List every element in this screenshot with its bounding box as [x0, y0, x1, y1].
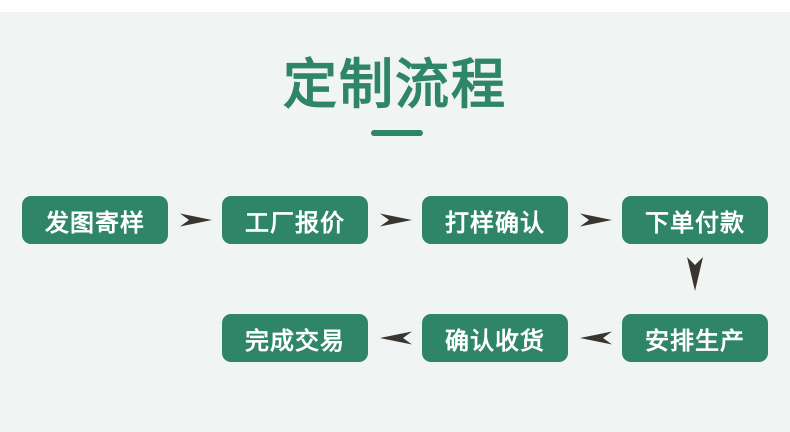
flow-step-send-image-sample[interactable]: 发图寄样 — [22, 196, 168, 244]
flow-step-label: 确认收货 — [445, 326, 545, 355]
flow-step-label: 发图寄样 — [45, 208, 145, 237]
arrow-right-icon — [379, 207, 413, 233]
page-title: 定制流程 — [283, 53, 507, 116]
flow-step-label: 安排生产 — [645, 326, 745, 355]
arrow-right-icon — [179, 207, 213, 233]
flow-step-factory-quote[interactable]: 工厂报价 — [222, 196, 368, 244]
title-underline-accent — [371, 130, 423, 136]
flow-step-label: 工厂报价 — [245, 208, 345, 237]
arrow-left-icon — [579, 325, 613, 351]
arrow-down-icon — [681, 256, 709, 292]
flow-step-label: 打样确认 — [445, 208, 545, 237]
flow-step-label: 下单付款 — [645, 208, 745, 237]
title-block: 定制流程 — [0, 52, 790, 118]
flow-step-place-order-payment[interactable]: 下单付款 — [622, 196, 768, 244]
flow-step-sample-confirm[interactable]: 打样确认 — [422, 196, 568, 244]
flow-step-confirm-receipt[interactable]: 确认收货 — [422, 314, 568, 362]
flow-step-label: 完成交易 — [245, 326, 345, 355]
arrow-left-icon — [379, 325, 413, 351]
flow-step-arrange-production[interactable]: 安排生产 — [622, 314, 768, 362]
arrow-right-icon — [579, 207, 613, 233]
flow-step-complete-transaction[interactable]: 完成交易 — [222, 314, 368, 362]
